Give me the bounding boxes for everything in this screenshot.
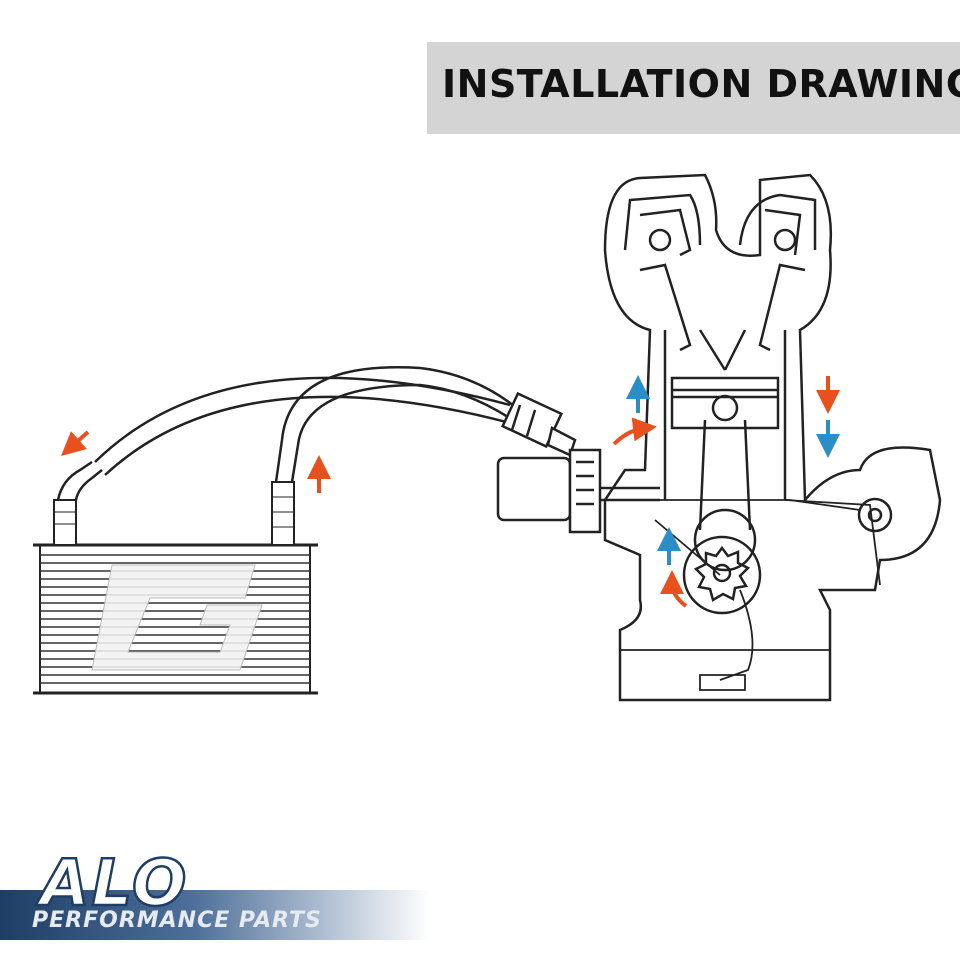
alo-logo-icon: ALO bbox=[34, 846, 188, 913]
brand-logo-area: ALO PERFORMANCE PARTS bbox=[0, 843, 460, 960]
page-title: INSTALLATION DRAWING bbox=[442, 62, 960, 106]
g-logo-icon bbox=[91, 564, 263, 671]
logo-text: ALO bbox=[35, 847, 188, 913]
flow-arrows bbox=[61, 375, 840, 608]
engine-cross-section-icon bbox=[603, 173, 942, 702]
oil-filter-adapter-icon bbox=[496, 448, 660, 534]
title-banner bbox=[427, 42, 960, 134]
brand-band bbox=[0, 890, 430, 940]
brand-tagline: PERFORMANCE PARTS bbox=[32, 908, 322, 933]
oil-hoses bbox=[56, 366, 577, 501]
oil-cooler-icon bbox=[33, 481, 318, 695]
